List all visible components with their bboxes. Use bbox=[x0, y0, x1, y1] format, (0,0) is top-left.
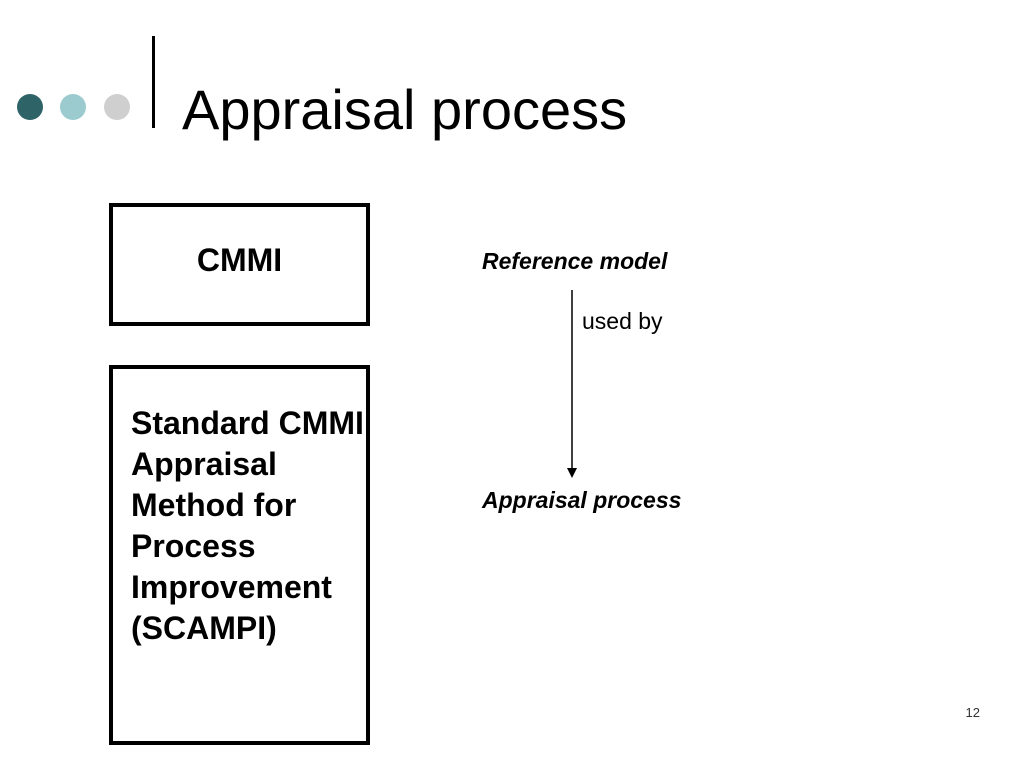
used-by-label: used by bbox=[582, 308, 663, 334]
bullet-dot-grey bbox=[104, 94, 130, 120]
bullet-dot-light bbox=[60, 94, 86, 120]
cmmi-box-label: CMMI bbox=[196, 242, 283, 278]
scampi-box-label: Standard CMMI Appraisal Method for Proce… bbox=[131, 405, 364, 646]
cmmi-box: CMMI bbox=[109, 203, 370, 326]
appraisal-process-label: Appraisal process bbox=[482, 487, 682, 513]
arrow-head bbox=[567, 468, 577, 478]
title-divider bbox=[152, 36, 155, 128]
used-by-arrow bbox=[567, 290, 577, 478]
page-number: 12 bbox=[965, 705, 980, 720]
scampi-box: Standard CMMI Appraisal Method for Proce… bbox=[109, 365, 370, 745]
slide-title: Appraisal process bbox=[182, 78, 628, 141]
reference-model-label: Reference model bbox=[482, 248, 668, 274]
bullet-dot-dark bbox=[17, 94, 43, 120]
